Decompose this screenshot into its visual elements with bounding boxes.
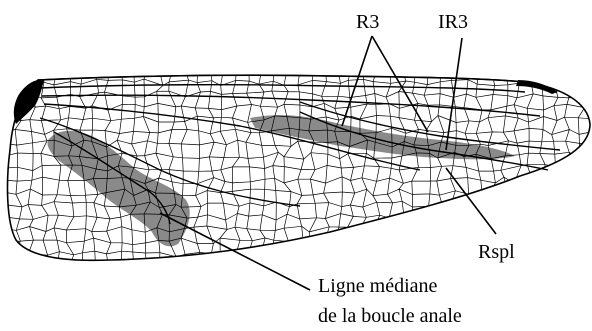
label-rspl: Rspl bbox=[478, 241, 515, 263]
label-ir3: IR3 bbox=[438, 11, 468, 33]
label-median-line-1: Ligne médiane bbox=[318, 275, 438, 297]
label-median-line-2: de la boucle anale bbox=[318, 305, 462, 327]
label-r3: R3 bbox=[356, 11, 379, 33]
median-line-leader bbox=[160, 213, 310, 290]
ir3-leader bbox=[446, 38, 462, 150]
anal-loop-shading bbox=[47, 131, 189, 247]
wing-base-root bbox=[14, 80, 44, 124]
